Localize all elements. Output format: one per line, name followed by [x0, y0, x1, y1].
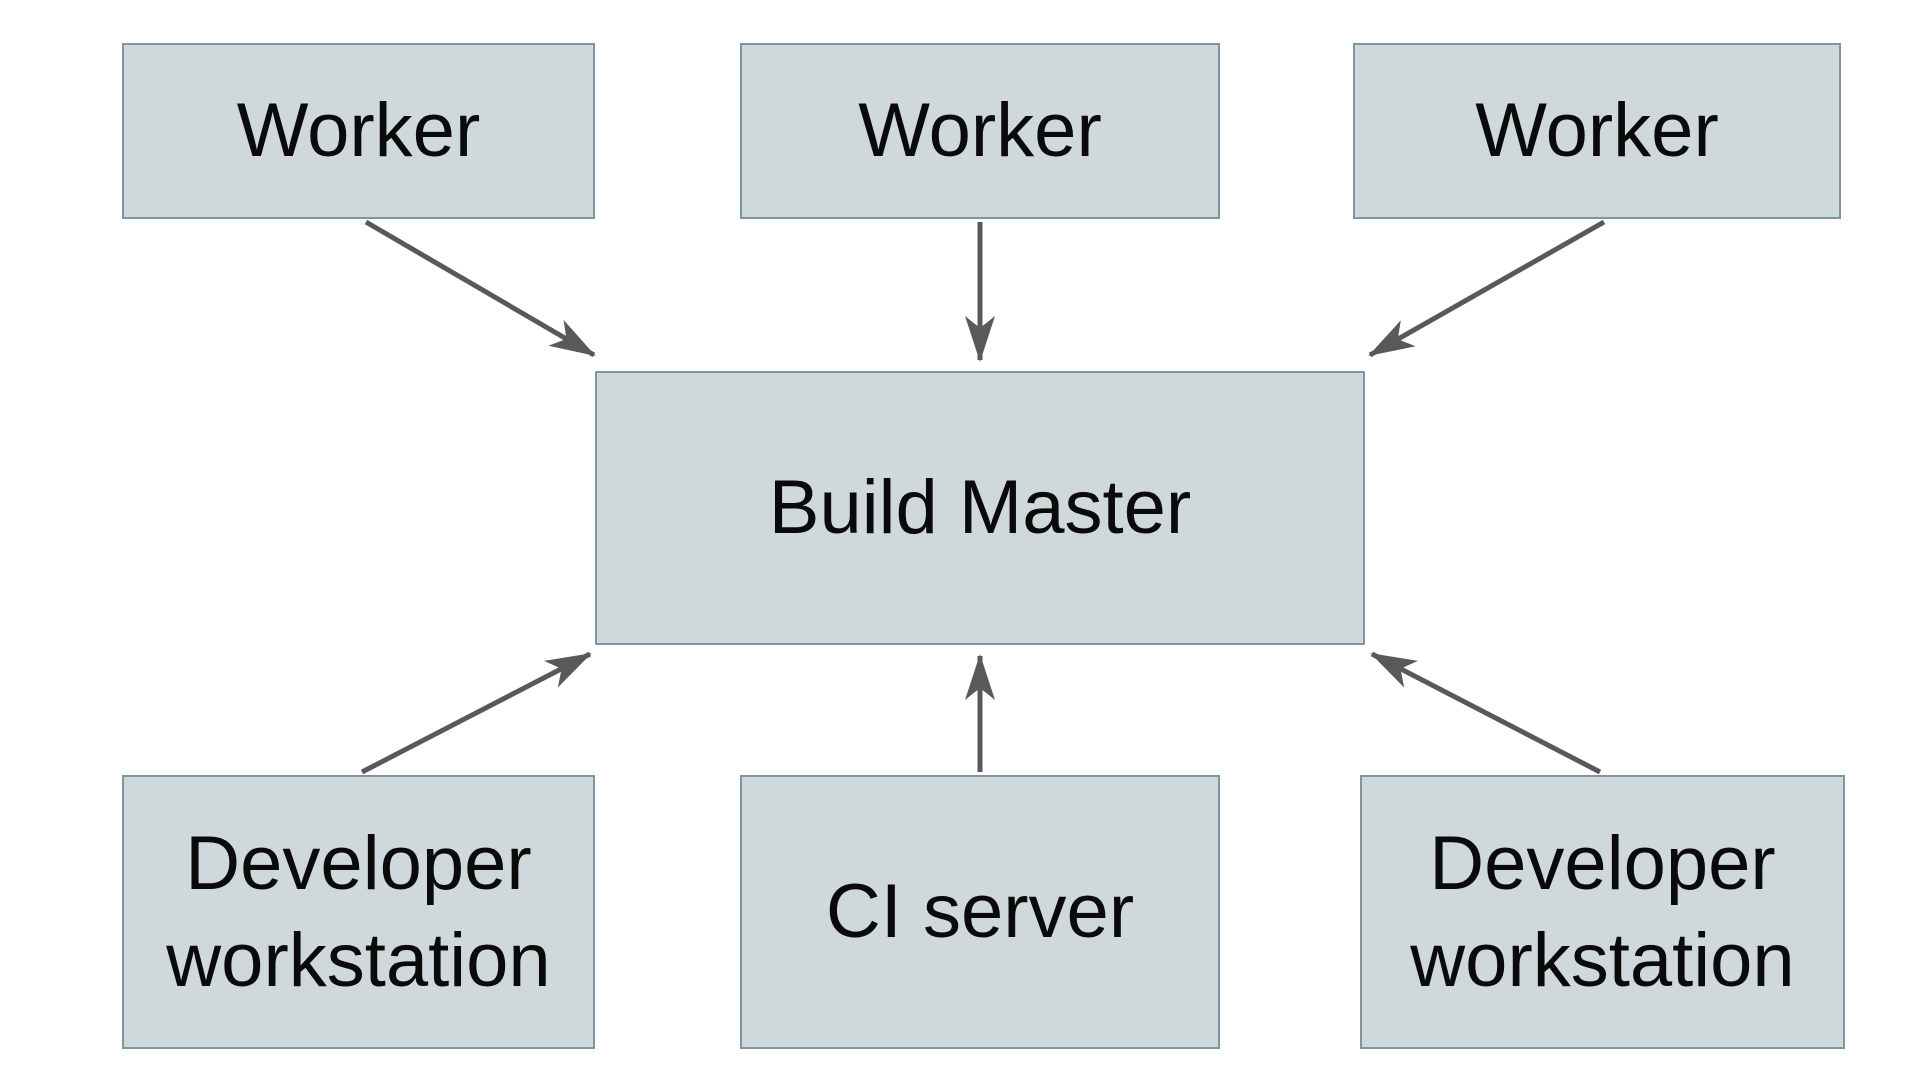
- node-dev-workstation-right-label: Developer workstation: [1410, 820, 1795, 1003]
- node-ci-server: CI server: [740, 775, 1220, 1049]
- node-build-master-label: Build Master: [768, 465, 1192, 551]
- node-dev-workstation-left: Developer workstation: [122, 775, 595, 1049]
- node-dev-workstation-left-label: Developer workstation: [166, 820, 551, 1003]
- edge-worker-left-to-build-master: [364, 219, 596, 358]
- node-worker-right-label: Worker: [1475, 88, 1719, 174]
- node-ci-server-label: CI server: [825, 869, 1135, 955]
- edge-dev-workstation-left-to-build-master: [360, 651, 592, 775]
- node-worker-left-label: Worker: [236, 88, 481, 174]
- node-worker-left: Worker: [122, 43, 595, 219]
- node-worker-center: Worker: [740, 43, 1220, 219]
- node-worker-center-label: Worker: [858, 88, 1102, 174]
- edge-worker-right-to-build-master: [1368, 219, 1606, 358]
- node-build-master: Build Master: [595, 371, 1365, 645]
- node-worker-right: Worker: [1353, 43, 1841, 219]
- node-dev-workstation-right: Developer workstation: [1360, 775, 1845, 1049]
- edge-dev-workstation-right-to-build-master: [1370, 651, 1602, 775]
